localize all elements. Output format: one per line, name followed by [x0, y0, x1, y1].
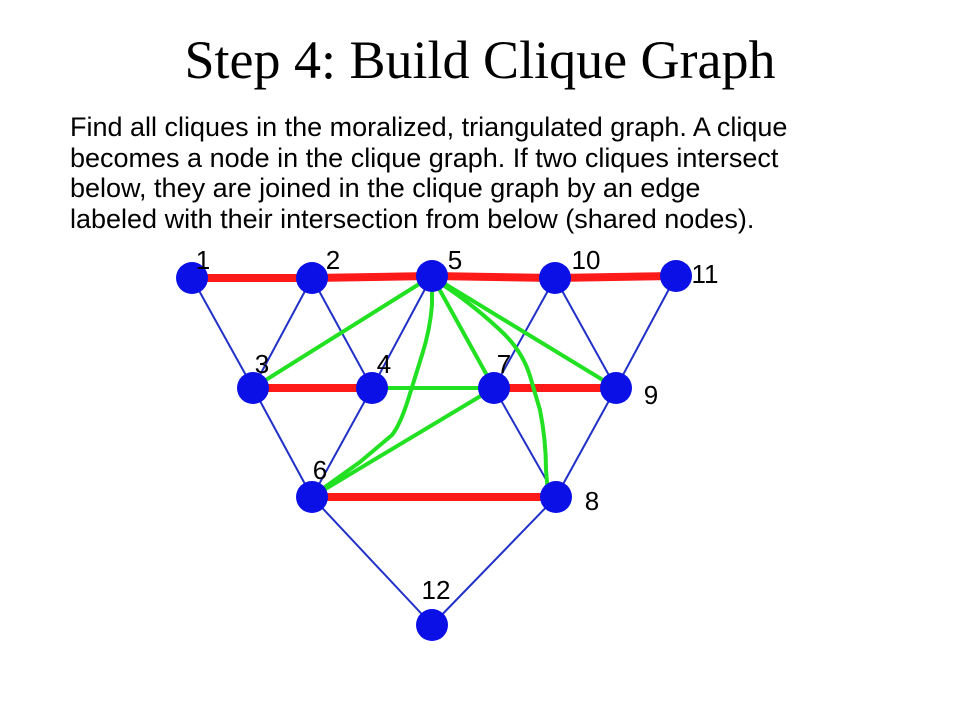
structure-edge-1-3 — [191, 277, 254, 389]
structure-edge-10-9 — [554, 277, 617, 389]
triangulation-edge-5-3 — [251, 274, 434, 390]
moral-edge-5-10 — [428, 272, 559, 282]
triangulation-edge-5-7 — [430, 274, 496, 390]
graph-node-3 — [237, 372, 269, 404]
node-label-6: 6 — [313, 455, 327, 485]
structure-edge-5-4 — [371, 275, 433, 389]
triangulation-edge-6-7 — [310, 386, 496, 499]
graph-node-10 — [539, 262, 571, 294]
graph-node-6 — [296, 481, 328, 513]
structure-edge-6-12 — [311, 496, 433, 626]
node-label-1: 1 — [196, 245, 210, 275]
structure-edges — [191, 275, 677, 626]
moral-edge-2-5 — [308, 272, 436, 282]
graph-node-7 — [478, 372, 510, 404]
graph-node-2 — [296, 262, 328, 294]
description-text: Find all cliques in the moralized, trian… — [70, 112, 930, 234]
graph-node-11 — [660, 260, 692, 292]
structure-edge-8-12 — [431, 496, 557, 626]
node-label-12: 12 — [422, 575, 451, 605]
node-label-5: 5 — [448, 245, 462, 275]
description-line: below, they are joined in the clique gra… — [70, 173, 701, 203]
structure-edge-4-6 — [311, 387, 373, 498]
graph-nodes — [176, 260, 692, 641]
graph-node-9 — [600, 372, 632, 404]
triangulation-edge-5-8 — [430, 276, 550, 496]
graph-node-12 — [416, 609, 448, 641]
description-line: becomes a node in the clique graph. If t… — [70, 142, 779, 173]
description-line: Find all cliques in the moralized, trian… — [70, 112, 788, 142]
description-line: labeled with their intersection from bel… — [70, 203, 755, 234]
graph-node-1 — [176, 262, 208, 294]
slide-title: Step 4: Build Clique Graph — [184, 30, 776, 90]
structure-edge-11-9 — [615, 275, 677, 389]
structure-edge-2-3 — [252, 277, 313, 389]
triangulation-edges — [251, 274, 618, 499]
moral-edges — [188, 272, 680, 501]
node-label-11: 11 — [692, 259, 719, 289]
graph-node-8 — [540, 481, 572, 513]
structure-edge-3-6 — [252, 387, 313, 498]
node-label-4: 4 — [377, 349, 391, 379]
node-label-2: 2 — [326, 245, 340, 275]
node-label-10: 10 — [572, 245, 601, 275]
node-label-7: 7 — [497, 349, 511, 379]
triangulation-edge-5-9 — [430, 274, 618, 390]
triangulation-edge-5-6 — [316, 276, 434, 494]
graph-node-4 — [356, 372, 388, 404]
structure-edge-9-8 — [555, 387, 617, 498]
node-label-8: 8 — [585, 486, 599, 516]
moral-edge-10-11 — [551, 272, 680, 282]
graph-node-5 — [416, 260, 448, 292]
node-label-9: 9 — [644, 380, 658, 410]
node-label-3: 3 — [255, 349, 269, 379]
